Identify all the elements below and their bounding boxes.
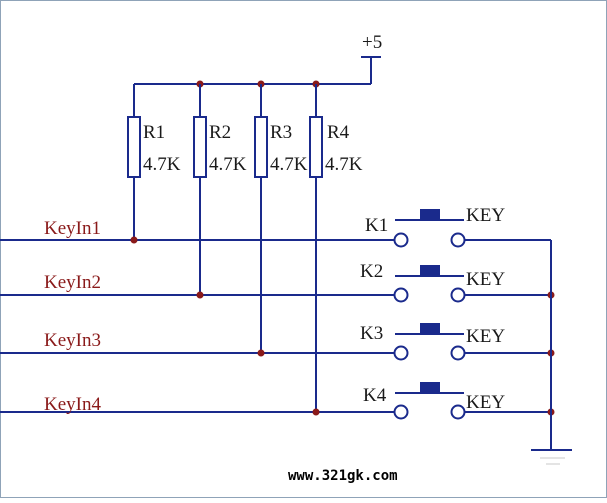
input-line-3: KeyIn3 xyxy=(0,330,394,357)
resistor-r4-name: R4 xyxy=(327,122,350,143)
switch-k1-name: K1 xyxy=(365,215,388,236)
resistor-r2: R2 4.7K xyxy=(193,84,247,295)
resistor-r3-value: 4.7K xyxy=(270,154,308,175)
resistor-r3: R3 4.7K xyxy=(254,84,308,353)
input-label-1: KeyIn1 xyxy=(44,218,101,239)
input-label-3: KeyIn3 xyxy=(44,330,101,351)
ground-icon xyxy=(531,449,572,465)
resistor-r3-name: R3 xyxy=(270,122,292,143)
switch-k3-name: K3 xyxy=(360,323,383,344)
input-label-2: KeyIn2 xyxy=(44,272,101,293)
switch-k1: K1 KEY xyxy=(365,205,551,248)
switch-k2-name: K2 xyxy=(360,261,383,282)
resistor-r4: R4 4.7K xyxy=(309,84,363,412)
supply-label: +5 xyxy=(362,32,382,53)
input-junction-2 xyxy=(196,291,204,299)
switch-k4-type: KEY xyxy=(466,392,505,413)
switch-k3: K3 KEY xyxy=(360,323,555,361)
input-junction-4 xyxy=(312,408,320,416)
switch-k4-name: K4 xyxy=(363,385,387,406)
input-label-4: KeyIn4 xyxy=(44,394,101,415)
resistor-r1-value: 4.7K xyxy=(143,154,181,175)
resistor-r2-value: 4.7K xyxy=(209,154,247,175)
resistor-r1-name: R1 xyxy=(143,122,165,143)
input-line-1: KeyIn1 xyxy=(0,218,394,244)
resistor-r2-name: R2 xyxy=(209,122,231,143)
watermark-text: www.321gk.com xyxy=(288,468,398,484)
switch-k4: K4 KEY xyxy=(363,382,555,420)
input-line-4: KeyIn4 xyxy=(0,394,394,416)
resistor-r4-value: 4.7K xyxy=(325,154,363,175)
input-line-2: KeyIn2 xyxy=(0,272,394,299)
resistor-r1: R1 4.7K xyxy=(127,84,181,240)
input-junction-1 xyxy=(130,236,138,244)
switch-k3-type: KEY xyxy=(466,326,505,347)
switch-k2-type: KEY xyxy=(466,269,505,290)
input-junction-3 xyxy=(257,349,265,357)
switch-k1-type: KEY xyxy=(466,205,505,226)
switch-k2: K2 KEY xyxy=(360,261,555,303)
